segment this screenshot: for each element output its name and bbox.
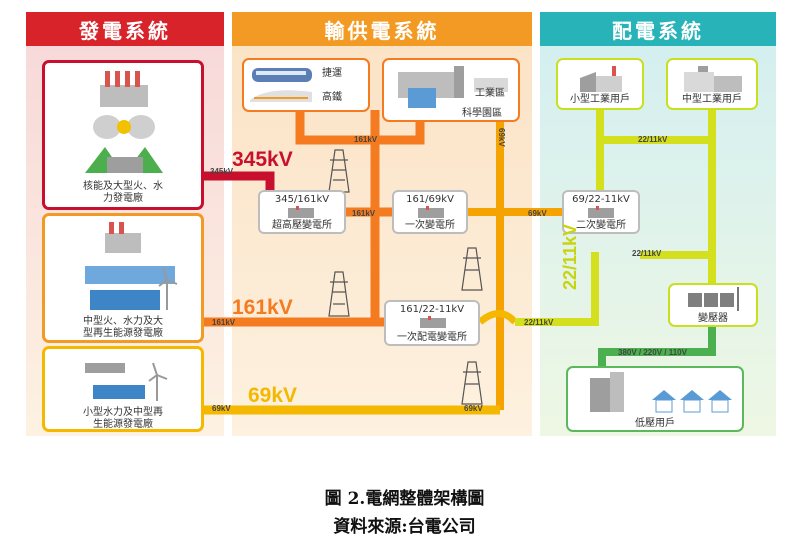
line-69kv-loop bbox=[477, 310, 518, 325]
transformer-label: 變壓器 bbox=[698, 313, 728, 324]
secondary-substation-label: 二次變電所 bbox=[576, 220, 626, 231]
medium-factory-icon bbox=[684, 66, 742, 92]
primary-substation-label: 一次變電所 bbox=[405, 220, 455, 231]
voltage-22-11kv-mid-small: 22/11kV bbox=[632, 249, 662, 258]
voltage-345kv-small: 345kV bbox=[210, 167, 234, 176]
line-22-11kv-bottom bbox=[515, 252, 599, 326]
power-plant-icon bbox=[85, 71, 163, 173]
voltage-22-11kv-bottom-small: 22/11kV bbox=[524, 318, 554, 327]
small-factory-icon bbox=[580, 66, 622, 92]
industrial-zone-label: 工業區 bbox=[475, 88, 505, 99]
transformer-icon bbox=[688, 287, 739, 311]
line-161kv-top bbox=[295, 110, 425, 145]
primary-substation-box: 161/69kV 一次變電所 bbox=[392, 190, 468, 234]
science-park-label: 科學園區 bbox=[462, 108, 502, 119]
voltage-345kv-label: 345kV bbox=[232, 148, 293, 171]
tower-icon bbox=[328, 149, 483, 405]
voltage-69kv-vertical-small: 69kV bbox=[497, 128, 506, 147]
voltage-69kv-bottom-small: 69kV bbox=[464, 404, 483, 413]
rail-customer-box: 捷運 高鐵 bbox=[242, 58, 370, 112]
medium-factory-label: 中型工業用戶 bbox=[682, 94, 742, 105]
low-voltage-label: 低壓用戶 bbox=[635, 418, 675, 429]
dist-substation-box: 161/22-11kV 一次配電變電所 bbox=[384, 300, 480, 346]
voltage-161kv-label: 161kV bbox=[232, 296, 293, 319]
substation-icon bbox=[418, 206, 444, 218]
ehv-substation-label: 超高壓變電所 bbox=[272, 220, 332, 231]
voltage-161kv-mid-small: 161kV bbox=[352, 209, 376, 218]
line-lv bbox=[598, 325, 716, 370]
substation-icon bbox=[420, 316, 446, 328]
primary-substation-rating: 161/69kV bbox=[406, 194, 454, 205]
small-factory-label: 小型工業用戶 bbox=[570, 94, 630, 105]
generation-header: 發電系統 bbox=[26, 12, 224, 46]
voltage-69kv-mid-small: 69kV bbox=[528, 209, 547, 218]
transformer-box: 變壓器 bbox=[668, 283, 758, 327]
line-345kv bbox=[204, 171, 275, 192]
medium-renewable-plant-box: 中型火、水力及大 型再生能源發電廠 bbox=[42, 213, 204, 343]
voltage-161kv-top-small: 161kV bbox=[354, 135, 378, 144]
secondary-substation-rating: 69/22-11kV bbox=[572, 194, 630, 205]
figure-source: 資料來源:台電公司 bbox=[333, 517, 476, 537]
voltage-69kv-gen-small: 69kV bbox=[212, 404, 231, 413]
mrt-label: 捷運 bbox=[322, 68, 342, 79]
distribution-header: 配電系統 bbox=[540, 12, 776, 46]
transmission-header: 輸供電系統 bbox=[232, 12, 532, 46]
train-icon bbox=[250, 68, 312, 102]
voltage-69kv-label: 69kV bbox=[248, 384, 298, 407]
industrial-science-box: 工業區 科學園區 bbox=[382, 58, 520, 122]
houses-icon bbox=[590, 372, 732, 413]
figure-title: 圖 2.電網整體架構圖 bbox=[324, 489, 485, 509]
hsr-label: 高鐵 bbox=[322, 92, 342, 103]
voltage-lv-small: 380V / 220V / 110V bbox=[618, 348, 687, 357]
small-renewable-plant-label: 小型水力及中型再 生能源發電廠 bbox=[83, 407, 163, 430]
ehv-substation-box: 345/161kV 超高壓變電所 bbox=[258, 190, 346, 234]
ehv-substation-rating: 345/161kV bbox=[274, 194, 330, 205]
substation-icon bbox=[288, 206, 314, 218]
line-22-11kv-top bbox=[596, 110, 716, 144]
dist-substation-label: 一次配電變電所 bbox=[397, 332, 467, 343]
substation-icon bbox=[588, 206, 614, 218]
wind-solar-icon bbox=[85, 222, 178, 310]
dist-substation-rating: 161/22-11kV bbox=[399, 304, 465, 315]
voltage-22-11kv-top-small: 22/11kV bbox=[638, 135, 668, 144]
voltage-161kv-gen-small: 161kV bbox=[212, 318, 236, 327]
medium-renewable-plant-label: 中型火、水力及大 型再生能源發電廠 bbox=[83, 316, 163, 339]
nuclear-large-plant-box: 核能及大型火、水 力發電廠 bbox=[42, 60, 204, 210]
solar-wind-icon bbox=[85, 362, 168, 401]
factory-icon bbox=[398, 66, 508, 108]
low-voltage-box: 低壓用戶 bbox=[566, 366, 744, 432]
voltage-22-11kv-label: 22/11kV bbox=[560, 223, 580, 290]
small-factory-box: 小型工業用戶 bbox=[556, 58, 644, 110]
medium-factory-box: 中型工業用戶 bbox=[666, 58, 758, 110]
small-renewable-plant-box: 小型水力及中型再 生能源發電廠 bbox=[42, 346, 204, 432]
secondary-substation-box: 69/22-11kV 二次變電所 bbox=[562, 190, 640, 234]
nuclear-large-plant-label: 核能及大型火、水 力發電廠 bbox=[83, 181, 163, 204]
